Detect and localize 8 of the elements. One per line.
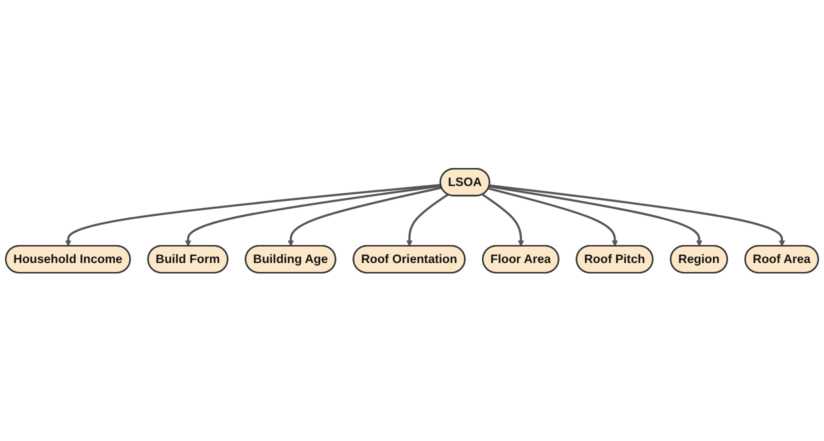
arrow (488, 187, 618, 246)
arrow (406, 193, 449, 246)
arrow (489, 184, 786, 246)
arrow (184, 184, 442, 246)
arrow (482, 193, 524, 246)
arrow (65, 184, 441, 246)
arrow (288, 186, 442, 246)
arrow (489, 185, 702, 246)
